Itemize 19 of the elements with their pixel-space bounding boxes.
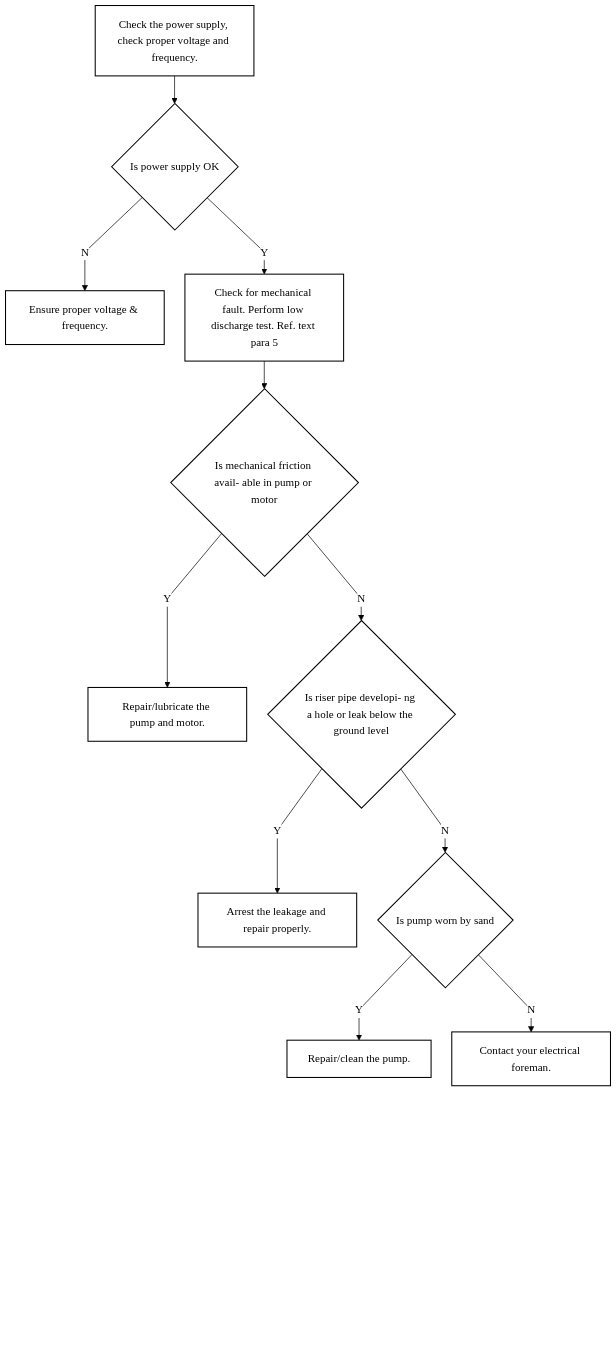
edge-label: Y [163,592,172,604]
node-box: Repair/lubricate the pump and motor. [87,686,248,742]
edge-label: Y [273,824,282,836]
edge-label: N [441,824,450,836]
node-box: Ensure proper voltage & frequency. [5,290,165,346]
node-diamond: Is riser pipe developi- ng a hole or leak below the ground level [267,619,457,809]
node-box: Repair/clean the pump. [286,1039,432,1078]
edge-label: N [80,245,89,258]
edge-label: Y [260,245,269,258]
edge-label: Y [355,1003,364,1016]
node-box: Contact your electrical foreman. [451,1031,611,1087]
node-diamond: Is mechanical friction avail- able in pump or motor [170,387,360,578]
edge-label: N [357,592,366,604]
node-box: Check for mechanical fault. Perform low discharge test. Ref. text para 5 [184,273,345,362]
node-diamond: Is pump worn by sand [377,851,514,989]
node-box: Check the power supply, check proper voltage and frequency. [94,5,255,77]
node-box: Arrest the leakage and repair properly. [197,892,358,948]
node-diamond: Is power supply OK [110,102,239,231]
edge-label: N [527,1003,536,1016]
